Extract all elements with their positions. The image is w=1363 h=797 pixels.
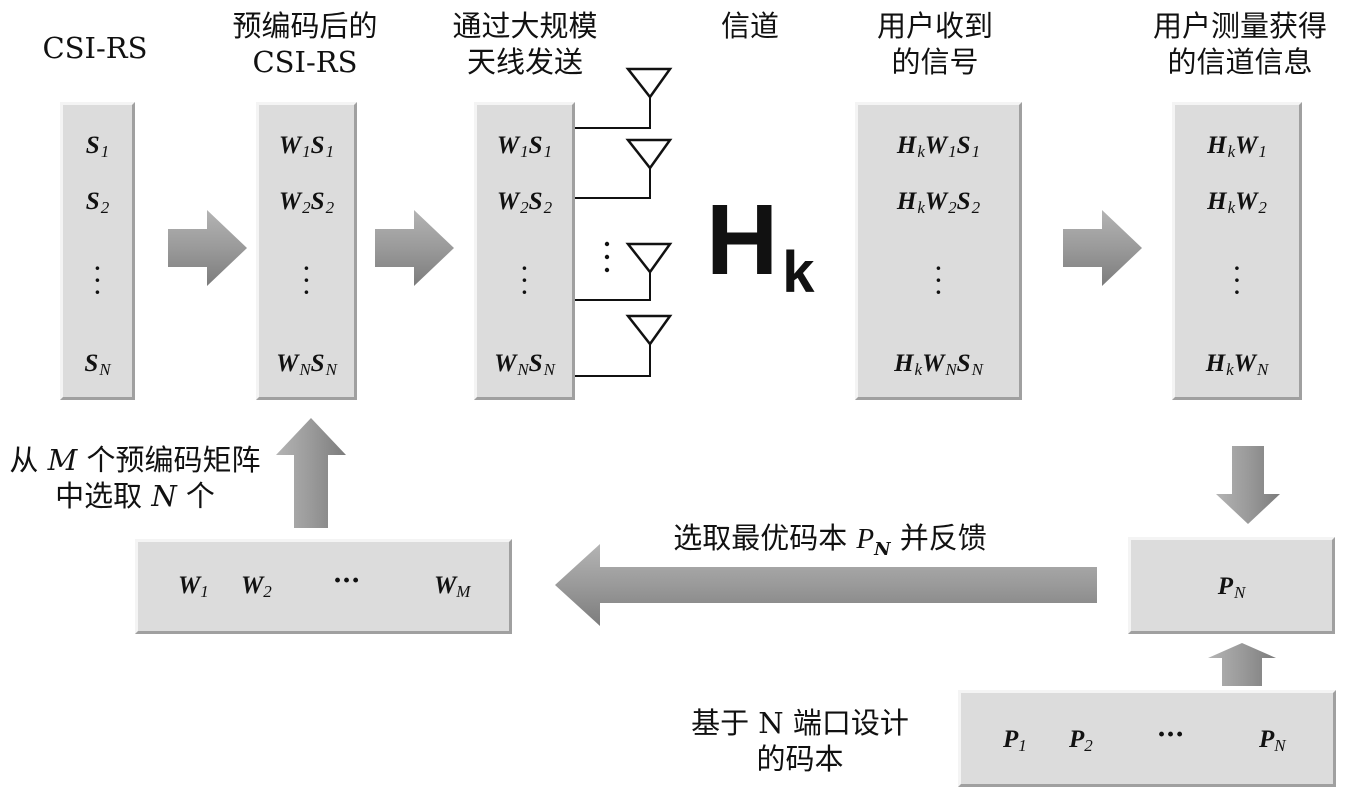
precoder-set-box: W1 W2 ··· WM <box>135 539 512 634</box>
header-massive-line1: 通过大规模 <box>452 9 598 43</box>
channel-symbol-hk: Hk <box>706 184 815 305</box>
select-line2: 中选取 N 个 <box>55 479 215 513</box>
csirs-row-1: S1 <box>85 132 110 161</box>
precoded-vdots: ··· <box>302 252 311 309</box>
received-row-2: HkW2S2 <box>896 188 981 217</box>
transmit-box: W1S1 W2S2 ··· WNSN <box>474 102 575 400</box>
header-received-signal: 用户收到 的信号 <box>850 8 1020 80</box>
w-ellipsis: ··· <box>333 566 361 596</box>
w-item-m: WM <box>434 572 471 601</box>
transmit-row-n: WNSN <box>494 350 555 379</box>
header-massive-antenna: 通过大规模 天线发送 <box>435 8 615 80</box>
received-vdots: ··· <box>934 252 943 309</box>
header-received-line2: 的信号 <box>891 45 979 79</box>
csirs-box: S1 S2 ··· SN <box>60 102 135 400</box>
arrow-up-codebook <box>1208 643 1276 686</box>
header-received-line1: 用户收到 <box>876 9 993 43</box>
header-precoded-line1: 预编码后的 <box>232 9 378 43</box>
antenna-icon <box>625 314 673 347</box>
p-item-n: PN <box>1259 726 1286 755</box>
header-precoded: 预编码后的 CSI-RS <box>215 8 395 80</box>
w-item-2: W2 <box>241 572 272 601</box>
select-n-from-m-text: 从 M 个预编码矩阵 中选取 N 个 <box>0 442 270 514</box>
received-box: HkW1S1 HkW2S2 ··· HkWNSN <box>855 102 1022 400</box>
header-precoded-line2: CSI-RS <box>252 45 358 79</box>
arrow-left-feedback <box>555 544 1097 626</box>
measured-row-2: HkW2 <box>1207 188 1267 217</box>
p-item-2: P2 <box>1069 726 1093 755</box>
header-measured-line2: 的信道信息 <box>1167 45 1313 79</box>
measured-row-1: HkW1 <box>1207 132 1267 161</box>
transmit-vdots: ··· <box>520 252 529 309</box>
antenna-icon <box>625 242 673 275</box>
transmit-row-2: W2S2 <box>496 188 553 217</box>
measured-row-n: HkWN <box>1205 350 1269 379</box>
n-port-codebook-box: P1 P2 ··· PN <box>958 690 1336 787</box>
w-item-1: W1 <box>178 572 209 601</box>
header-massive-line2: 天线发送 <box>466 45 583 79</box>
received-row-n: HkWNSN <box>894 350 983 379</box>
pn-value: PN <box>1217 573 1246 602</box>
csirs-vdots: ··· <box>93 252 102 309</box>
measured-box: HkW1 HkW2 ··· HkWN <box>1172 102 1302 400</box>
header-measured-line1: 用户测量获得 <box>1152 9 1327 43</box>
header-csi-rs: CSI-RS <box>42 31 148 65</box>
arrow-right-2 <box>375 210 454 286</box>
p-ellipsis: ··· <box>1157 720 1185 750</box>
precoded-row-1: W1S1 <box>278 132 335 161</box>
n-port-codebook-text: 基于 N 端口设计 的码本 <box>660 705 940 777</box>
antenna-feed-lines <box>575 97 651 377</box>
antenna-icon <box>625 138 673 171</box>
optimal-codebook-box: PN <box>1128 537 1335 634</box>
antenna-icons <box>625 67 673 347</box>
select-line1: 从 M 个预编码矩阵 <box>9 443 261 477</box>
precoded-row-2: W2S2 <box>278 188 335 217</box>
csirs-row-2: S2 <box>85 188 110 217</box>
codebook-line1: 基于 N 端口设计 <box>691 706 909 740</box>
antenna-dots <box>604 241 610 273</box>
header-channel: 信道 <box>720 9 779 43</box>
csirs-row-n: SN <box>84 350 111 379</box>
arrow-up-select <box>276 418 346 528</box>
antenna-icon <box>625 67 673 100</box>
codebook-line2: 的码本 <box>756 742 844 776</box>
received-row-1: HkW1S1 <box>896 132 981 161</box>
arrow-down-measure <box>1216 446 1280 524</box>
precoded-box: W1S1 W2S2 ··· WNSN <box>256 102 357 400</box>
arrow-right-1 <box>168 210 247 286</box>
precoded-row-n: WNSN <box>276 350 337 379</box>
measured-vdots: ··· <box>1232 252 1242 309</box>
arrow-right-3 <box>1063 210 1142 286</box>
feedback-text: 选取最优码本 PN 并反馈 <box>673 521 987 560</box>
header-measured-csi: 用户测量获得 的信道信息 <box>1140 8 1340 80</box>
transmit-row-1: W1S1 <box>496 132 553 161</box>
p-item-1: P1 <box>1003 726 1027 755</box>
